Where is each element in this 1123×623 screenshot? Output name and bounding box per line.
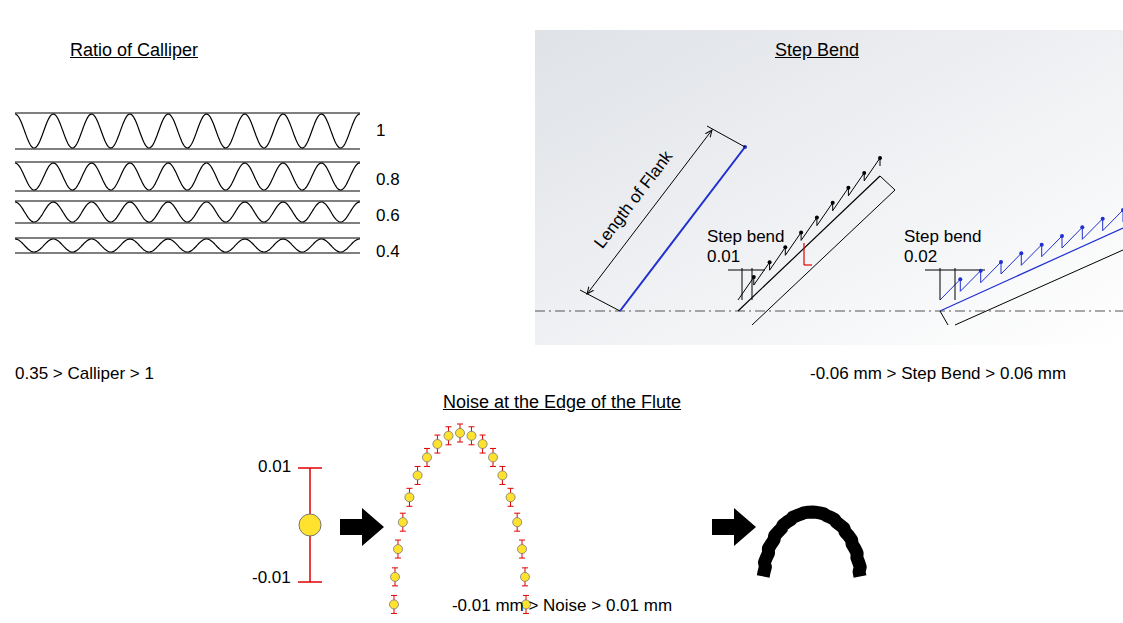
annotation: -0.01: [252, 568, 291, 588]
step-point: [862, 171, 866, 175]
dimension-line: [925, 270, 985, 271]
step-point: [768, 260, 772, 264]
annotation: Step bend 0.01: [707, 227, 797, 266]
step-point: [1019, 251, 1023, 255]
arrow-symbol: [712, 508, 756, 546]
dimension-tick: [940, 268, 941, 300]
step-point: [1060, 234, 1064, 238]
step-point: [878, 156, 882, 160]
dimension-tick: [752, 268, 753, 300]
dimension-line: [728, 270, 765, 271]
panel-heading: Noise at the Edge of the Flute: [443, 392, 681, 413]
step-point: [1101, 217, 1105, 221]
step-point: [999, 260, 1003, 264]
step-point: [979, 269, 983, 273]
step-point: [1040, 243, 1044, 247]
offset-line: [752, 190, 895, 325]
extension-line: [580, 290, 620, 311]
dimension-line: [587, 130, 712, 294]
arrow-symbol: [340, 508, 384, 546]
annotation: 1: [376, 121, 385, 141]
step-point: [1121, 208, 1123, 212]
offset-line: [955, 250, 1123, 325]
error-bar: [298, 581, 322, 583]
annotation: -0.06 mm > Step Bend > 0.06 mm: [810, 364, 1066, 384]
extension-line: [880, 176, 895, 190]
step-marker: [804, 264, 812, 265]
step-point: [799, 230, 803, 234]
annotation: 0.8: [376, 170, 400, 190]
dimension-tick: [955, 268, 956, 300]
step-profile: [940, 210, 1123, 300]
point-symbol: [299, 514, 321, 536]
step-point: [815, 216, 819, 220]
error-bar: [298, 467, 322, 469]
noisy-points: [390, 424, 531, 613]
annotation: -0.01 mm > Noise > 0.01 mm: [452, 596, 672, 616]
annotation: 0.4: [376, 242, 400, 262]
step-marker: [803, 243, 804, 265]
step-point: [958, 277, 962, 281]
noisy-edge: [763, 512, 860, 576]
extension-line: [707, 126, 745, 147]
annotation: Step bend 0.02: [904, 227, 994, 266]
step-point: [1080, 225, 1084, 229]
dimension-tick: [742, 268, 743, 300]
annotation: 0.6: [376, 206, 400, 226]
annotation: 0.01: [258, 457, 291, 477]
step-point: [846, 186, 850, 190]
panel-heading: Step Bend: [775, 40, 859, 61]
annotation: 0.35 > Calliper > 1: [15, 364, 154, 384]
step-point: [752, 275, 756, 279]
step-point: [831, 201, 835, 205]
extension-line: [940, 311, 948, 325]
panel-background: [535, 30, 1123, 345]
baseline: [535, 311, 1123, 312]
corrugated-board: [15, 113, 360, 253]
panel-heading: Ratio of Calliper: [70, 40, 198, 61]
